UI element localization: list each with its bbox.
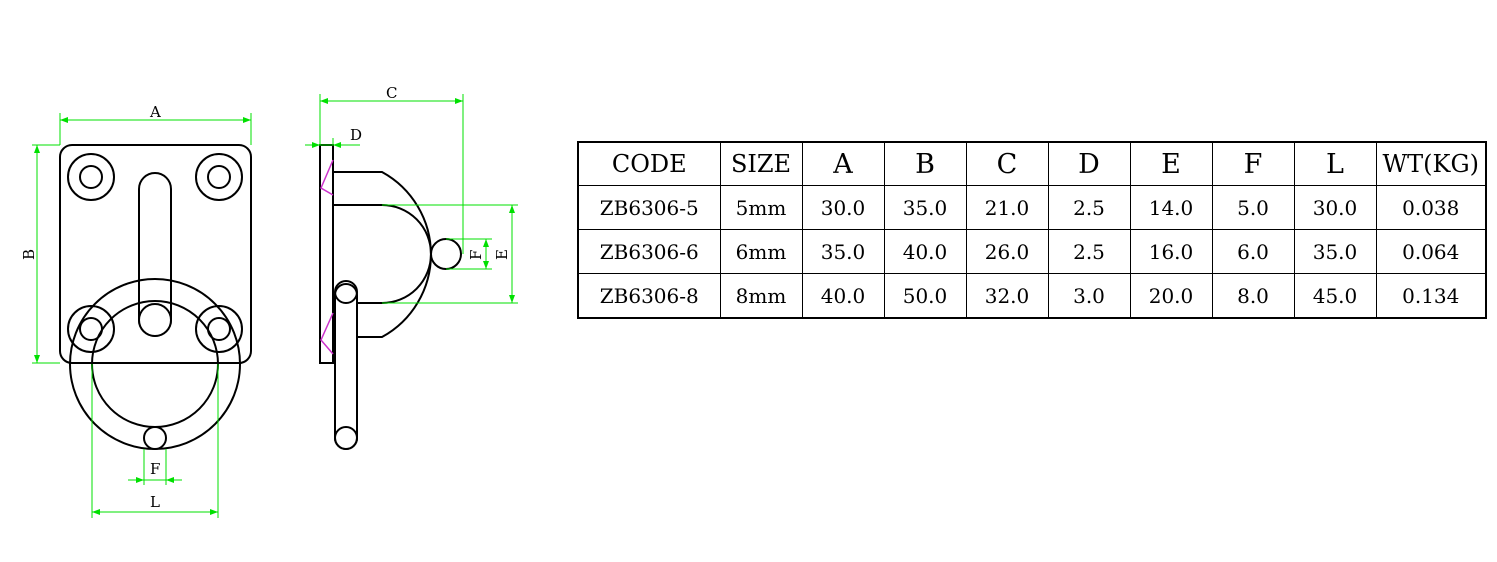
hole-top-left (67, 153, 115, 201)
header-wt: WT(KG) (1375, 141, 1487, 186)
header-c: C (965, 141, 1049, 186)
table-row: ZB6306-8 8mm 40.0 50.0 32.0 3.0 20.0 8.0… (577, 273, 1487, 319)
front-dimensions (32, 113, 252, 518)
cell-c: 26.0 (965, 229, 1049, 274)
dim-label-e: E (493, 249, 511, 260)
front-arrows (34, 117, 251, 515)
header-a: A (801, 141, 885, 186)
hole-bottom-right (195, 305, 243, 353)
header-l: L (1293, 141, 1377, 186)
cell-e: 20.0 (1129, 273, 1213, 319)
cell-l: 30.0 (1293, 185, 1377, 230)
cell-a: 30.0 (801, 185, 885, 230)
cell-code: ZB6306-6 (577, 229, 721, 274)
cell-b: 35.0 (883, 185, 967, 230)
cell-d: 2.5 (1047, 185, 1131, 230)
dim-label-f-side: F (467, 250, 485, 260)
header-f: F (1211, 141, 1295, 186)
header-code: CODE (577, 141, 721, 186)
cell-f: 8.0 (1211, 273, 1295, 319)
cell-f: 6.0 (1211, 229, 1295, 274)
dim-label-a: A (149, 103, 161, 121)
table-row: ZB6306-5 5mm 30.0 35.0 21.0 2.5 14.0 5.0… (577, 185, 1487, 230)
ring-side (334, 283, 358, 450)
cell-wt: 0.038 (1375, 185, 1487, 230)
cell-a: 40.0 (801, 273, 885, 319)
cell-code: ZB6306-5 (577, 185, 721, 230)
cell-a: 35.0 (801, 229, 885, 274)
cell-d: 3.0 (1047, 273, 1131, 319)
cell-l: 35.0 (1293, 229, 1377, 274)
cell-wt: 0.134 (1375, 273, 1487, 319)
cell-size: 8mm (719, 273, 803, 319)
staple-section (430, 238, 462, 270)
dim-label-b: B (20, 249, 38, 260)
cell-code: ZB6306-8 (577, 273, 721, 319)
header-e: E (1129, 141, 1213, 186)
cell-c: 32.0 (965, 273, 1049, 319)
side-plate (319, 144, 334, 364)
table-header-row: CODE SIZE A B C D E F L WT(KG) (577, 141, 1487, 186)
cell-size: 6mm (719, 229, 803, 274)
cell-c: 21.0 (965, 185, 1049, 230)
header-b: B (883, 141, 967, 186)
hole-bottom-left (67, 305, 115, 353)
spec-table: CODE SIZE A B C D E F L WT(KG) ZB6306-5 … (577, 141, 1487, 319)
ring-section (143, 426, 167, 450)
dim-label-c: C (386, 84, 397, 102)
dim-label-d: D (350, 126, 362, 144)
side-arrows (312, 98, 515, 303)
cell-size: 5mm (719, 185, 803, 230)
cell-wt: 0.064 (1375, 229, 1487, 274)
cell-b: 50.0 (883, 273, 967, 319)
header-d: D (1047, 141, 1131, 186)
cell-e: 14.0 (1129, 185, 1213, 230)
cell-d: 2.5 (1047, 229, 1131, 274)
dim-label-f-front: F (150, 460, 160, 478)
cell-l: 45.0 (1293, 273, 1377, 319)
cell-b: 40.0 (883, 229, 967, 274)
weld-marks (320, 159, 334, 355)
cell-e: 16.0 (1129, 229, 1213, 274)
table-row: ZB6306-6 6mm 35.0 40.0 26.0 2.5 16.0 6.0… (577, 229, 1487, 274)
header-size: SIZE (719, 141, 803, 186)
side-view (319, 144, 462, 450)
dim-label-l: L (150, 493, 160, 511)
front-view (59, 144, 252, 450)
cell-f: 5.0 (1211, 185, 1295, 230)
base-plate (59, 144, 252, 364)
hole-top-right (195, 153, 243, 201)
